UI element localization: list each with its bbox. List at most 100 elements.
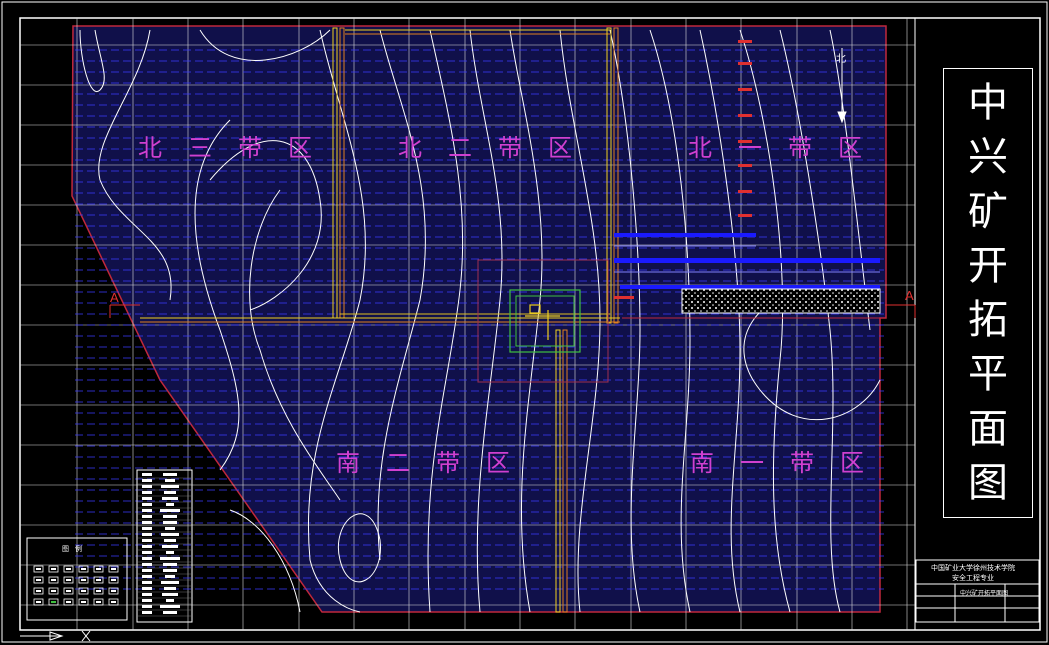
title-char: 面 <box>968 405 1008 452</box>
legend-symbol <box>63 576 74 584</box>
strat-cell <box>142 491 152 494</box>
legend-symbol-fill <box>51 579 56 581</box>
legend-symbol <box>33 565 44 573</box>
strat-cell <box>160 509 180 512</box>
section-line-a <box>109 304 916 318</box>
legend-symbol-fill <box>96 590 101 592</box>
legend-symbol <box>108 565 119 573</box>
strat-cell <box>142 605 152 608</box>
title-char: 矿 <box>968 188 1008 235</box>
survey-marker <box>738 214 752 217</box>
strat-cell <box>163 515 177 518</box>
legend-symbol <box>48 576 59 584</box>
legend-symbol-fill <box>96 601 101 603</box>
strat-cell <box>164 539 176 542</box>
strat-cell <box>165 527 175 530</box>
legend-symbol <box>48 587 59 595</box>
legend-symbol-fill <box>51 568 56 570</box>
strat-cell <box>142 473 152 476</box>
section-marker-left: A <box>110 290 119 305</box>
legend-symbol <box>108 576 119 584</box>
inner-frame <box>19 17 1041 631</box>
survey-markers <box>614 40 752 299</box>
legend-symbol <box>63 598 74 606</box>
strat-cell <box>164 491 176 494</box>
legend-symbol <box>108 587 119 595</box>
strat-cell <box>163 521 177 524</box>
strat-cell <box>142 575 152 578</box>
strat-cell <box>142 503 152 506</box>
legend-symbol <box>48 565 59 573</box>
survey-marker <box>738 62 752 65</box>
survey-marker <box>738 164 752 167</box>
legend-symbol <box>78 565 89 573</box>
zone-label-north3: 北三带区 <box>138 134 338 162</box>
legend-symbol <box>78 587 89 595</box>
strat-cell <box>166 599 174 602</box>
field-boundary <box>71 25 887 613</box>
strat-cell <box>142 485 152 488</box>
title-block-line1: 中国矿业大学徐州技术学院 <box>931 564 1015 572</box>
title-block-drawing-name: 中兴矿开拓平面图 <box>960 590 1009 597</box>
legend-symbol-fill <box>111 590 116 592</box>
strat-cell <box>142 587 152 590</box>
strat-cell <box>163 611 177 614</box>
legend-symbol-fill <box>81 601 86 603</box>
legend-symbol <box>33 598 44 606</box>
main-roadways <box>140 27 880 613</box>
legend-symbol <box>48 598 59 606</box>
strat-cell <box>161 485 179 488</box>
north-label: 北 <box>836 54 846 65</box>
title-char: 中 <box>968 80 1008 127</box>
legend-symbol-fill <box>36 590 41 592</box>
north-arrow-icon <box>837 48 847 124</box>
strat-cell <box>142 581 152 584</box>
strat-cell <box>142 593 152 596</box>
legend-symbol-fill <box>111 568 116 570</box>
strat-cell <box>142 533 152 536</box>
strat-cell <box>142 545 152 548</box>
strat-cell <box>142 497 152 500</box>
strat-cell <box>142 479 152 482</box>
strat-cell <box>165 575 175 578</box>
legend-symbol <box>108 598 119 606</box>
strat-cell <box>160 605 180 608</box>
legend-symbol-fill <box>36 601 41 603</box>
legend-symbol <box>93 576 104 584</box>
strat-cell <box>163 563 177 566</box>
legend-symbol <box>33 576 44 584</box>
strat-cell <box>163 569 177 572</box>
strat-cell <box>142 539 152 542</box>
shaft-icon <box>525 304 560 340</box>
legend-symbol-fill <box>111 579 116 581</box>
legend-symbol <box>93 598 104 606</box>
strat-cell <box>142 569 152 572</box>
strat-cell <box>142 515 152 518</box>
stratigraphic-table <box>136 469 193 623</box>
title-char: 开 <box>968 242 1008 289</box>
strat-cell <box>142 599 152 602</box>
strat-cell <box>142 551 152 554</box>
zone-label-south2: 南二带区 <box>336 449 536 477</box>
title-char: 平 <box>968 351 1008 398</box>
title-block <box>915 559 1040 623</box>
strat-cell <box>142 521 152 524</box>
strat-cell <box>166 503 174 506</box>
legend-symbol-fill <box>66 568 71 570</box>
legend-symbol-fill <box>36 579 41 581</box>
legend-symbol-fill <box>96 579 101 581</box>
legend-symbol-fill <box>66 590 71 592</box>
title-block-line2: 安全工程专业 <box>952 574 994 582</box>
legend-symbol-fill <box>81 579 86 581</box>
strat-cell <box>166 551 174 554</box>
strat-cell <box>165 479 175 482</box>
title-char: 兴 <box>968 134 1008 181</box>
strat-cell <box>161 581 179 584</box>
legend-symbol-fill <box>81 568 86 570</box>
strat-cell <box>142 527 152 530</box>
strat-cell <box>163 473 177 476</box>
zone-label-north1: 北一带区 <box>688 134 888 162</box>
survey-marker <box>738 190 752 193</box>
legend-symbol-fill <box>96 568 101 570</box>
